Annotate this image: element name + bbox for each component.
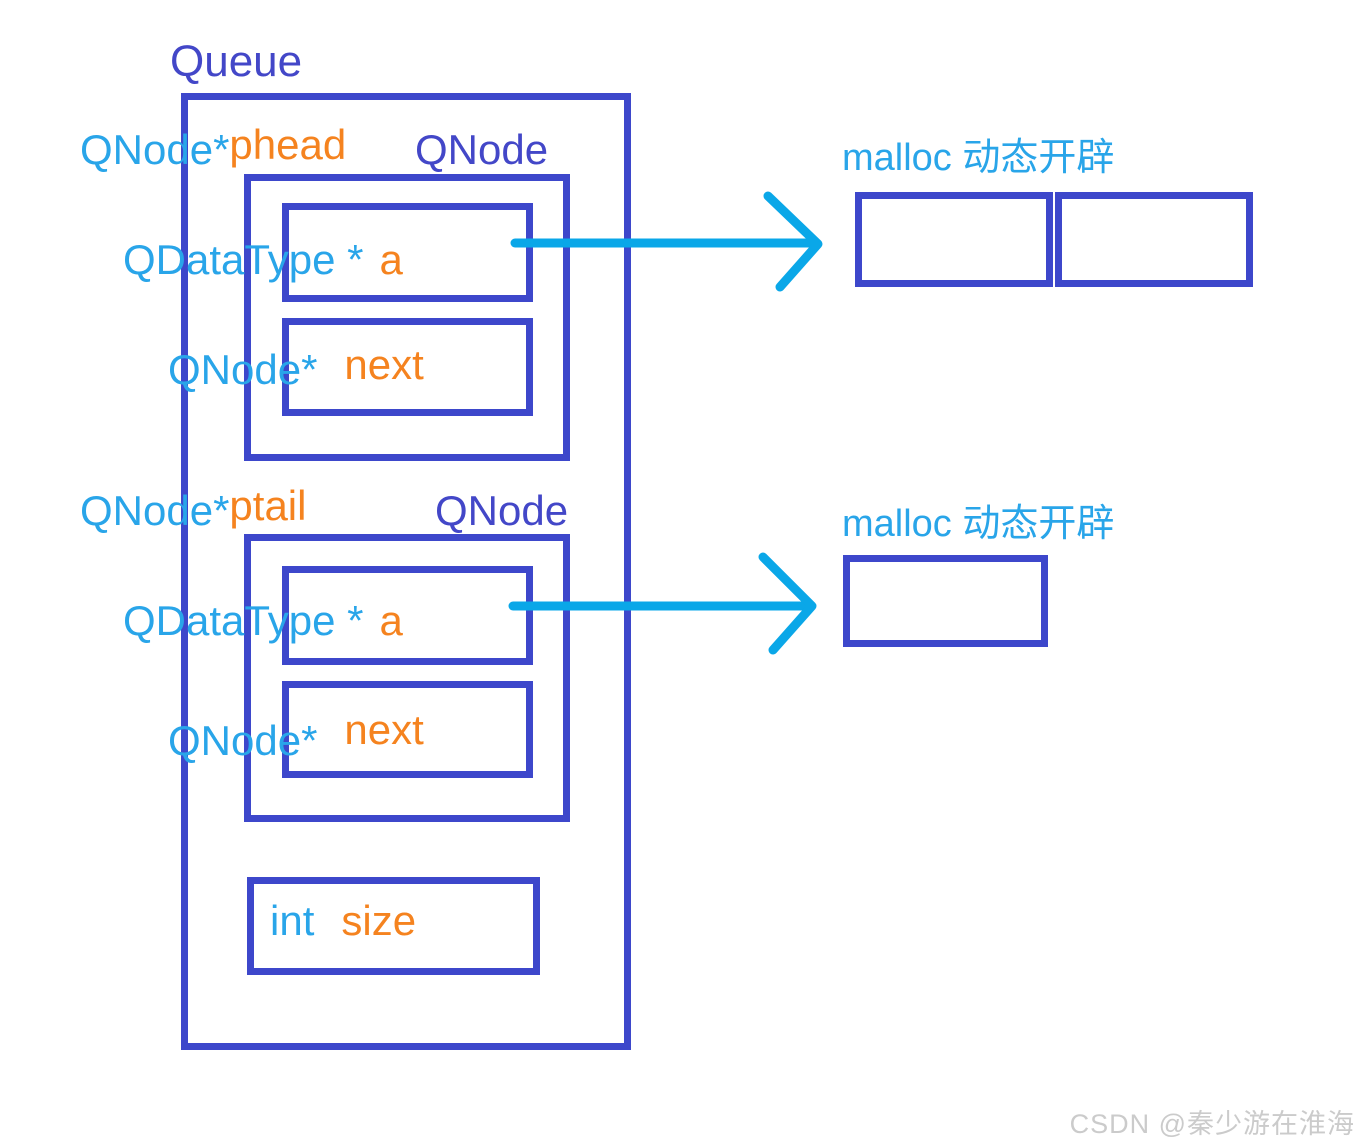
malloc2-cell: [843, 555, 1048, 647]
malloc1-label: malloc 动态开辟: [842, 137, 1115, 179]
malloc2-label: malloc 动态开辟: [842, 503, 1115, 545]
diagram-title: Queue: [170, 37, 303, 86]
size-type-text: int: [270, 897, 315, 944]
phead-name-text: phead: [229, 121, 347, 168]
csdn-watermark: CSDN @秦少游在淮海: [1069, 1109, 1355, 1139]
node1-a-type-text: QDataType *: [123, 236, 364, 283]
phead-field-label: QNode*phead: [80, 121, 346, 173]
size-name-text: size: [341, 897, 417, 944]
node1-box: [244, 174, 570, 461]
node2-a-name-text: a: [379, 597, 403, 644]
phead-type-text: QNode*: [80, 126, 230, 173]
malloc1-cell-2: [1055, 192, 1253, 287]
node1-title: QNode: [415, 126, 549, 173]
node1-a-name-text: a: [379, 236, 403, 283]
node2-a-type-text: QDataType *: [123, 597, 364, 644]
node2-next-type-text: QNode*: [168, 717, 318, 764]
node1-next-field-label: QNode* next: [168, 341, 424, 393]
ptail-type-text: QNode*: [80, 487, 230, 534]
ptail-field-label: QNode*ptail: [80, 482, 306, 534]
malloc1-cell-1: [855, 192, 1053, 287]
queue-struct-box: [181, 93, 631, 1050]
node1-a-field-label: QDataType * a: [123, 236, 403, 283]
node2-title: QNode: [435, 487, 569, 534]
node1-next-name-text: next: [344, 341, 424, 388]
size-field-box: [247, 877, 540, 975]
node2-a-field-box: [282, 566, 533, 665]
ptail-name-text: ptail: [229, 482, 307, 529]
node1-next-field-box: [282, 318, 533, 416]
node2-next-field-box: [282, 681, 533, 778]
node1-next-type-text: QNode*: [168, 346, 318, 393]
node2-next-field-label: QNode* next: [168, 706, 424, 764]
node2-box: [244, 534, 570, 822]
node2-a-field-label: QDataType * a: [123, 597, 403, 644]
node2-next-name-text: next: [344, 706, 424, 753]
node1-a-field-box: [282, 203, 533, 302]
